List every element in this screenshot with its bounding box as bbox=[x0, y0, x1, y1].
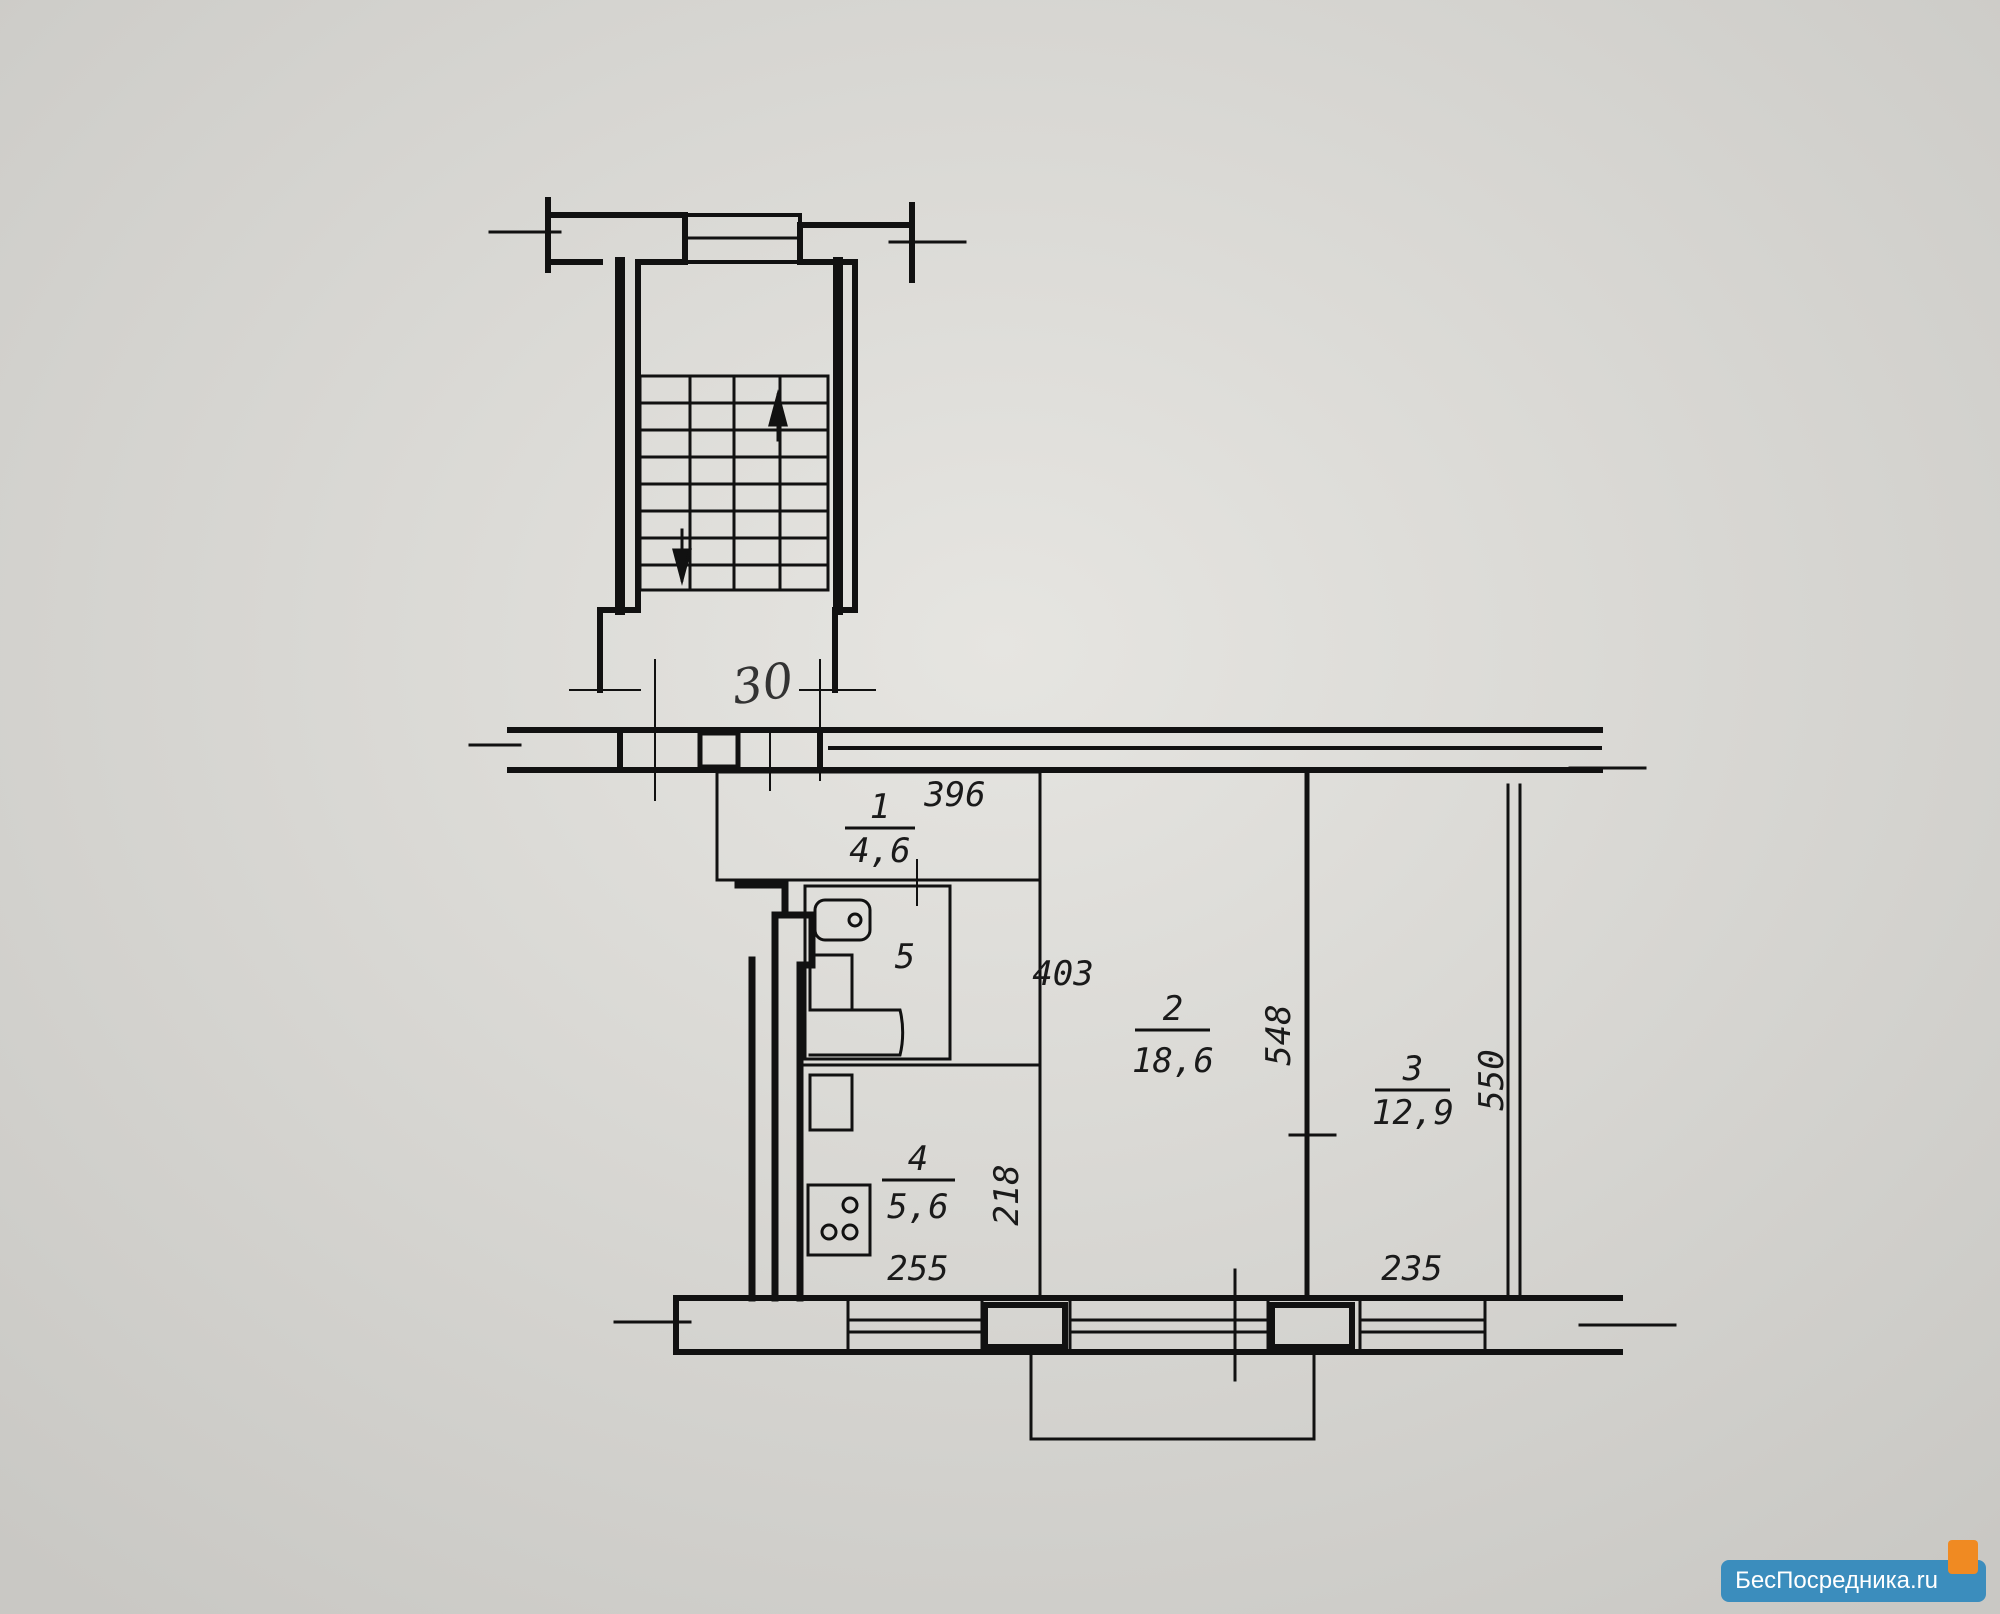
bathtub-icon bbox=[808, 1008, 905, 1057]
room-4-area: 5,6 bbox=[887, 1187, 948, 1227]
room-1-area: 4,6 bbox=[849, 831, 910, 871]
room-3-area: 12,9 bbox=[1372, 1093, 1454, 1133]
dim-235: 235 bbox=[1381, 1249, 1442, 1289]
toilet-icon bbox=[813, 898, 872, 942]
dim-403: 403 bbox=[1032, 954, 1093, 994]
corridor-wall bbox=[468, 727, 1647, 773]
arrow-up-icon bbox=[768, 389, 788, 442]
labels: 30 396 1 4,6 5 403 2 18,6 548 3 12,9 550… bbox=[729, 652, 1512, 1289]
watermark-text: БесПосредника bbox=[1735, 1567, 1910, 1594]
room-2-number: 2 bbox=[1163, 989, 1183, 1029]
arrow-down-icon bbox=[672, 528, 692, 586]
kitchen-sink-icon bbox=[808, 1073, 854, 1132]
balcony bbox=[1029, 1350, 1316, 1441]
cat-mascot-icon bbox=[1948, 1540, 1978, 1574]
room-5-number: 5 bbox=[895, 937, 915, 977]
room-4-number: 4 bbox=[908, 1139, 928, 1179]
dim-218: 218 bbox=[987, 1164, 1027, 1225]
room-1-number: 1 bbox=[870, 787, 890, 827]
apartment bbox=[715, 769, 1522, 1302]
stove-icon bbox=[806, 1183, 872, 1257]
dim-550: 550 bbox=[1472, 1049, 1512, 1110]
dim-255: 255 bbox=[887, 1249, 948, 1289]
watermark-suffix: .ru bbox=[1909, 1567, 1938, 1594]
room-2-area: 18,6 bbox=[1132, 1041, 1214, 1081]
dim-396: 396 bbox=[923, 775, 985, 815]
stair-number: 30 bbox=[729, 652, 797, 716]
stairwell bbox=[488, 197, 967, 801]
dim-548: 548 bbox=[1259, 1004, 1299, 1065]
room-3-number: 3 bbox=[1402, 1049, 1423, 1089]
exterior-wall bbox=[613, 1268, 1677, 1441]
watermark-logo: БесПосредника.ru bbox=[1721, 1540, 1986, 1602]
